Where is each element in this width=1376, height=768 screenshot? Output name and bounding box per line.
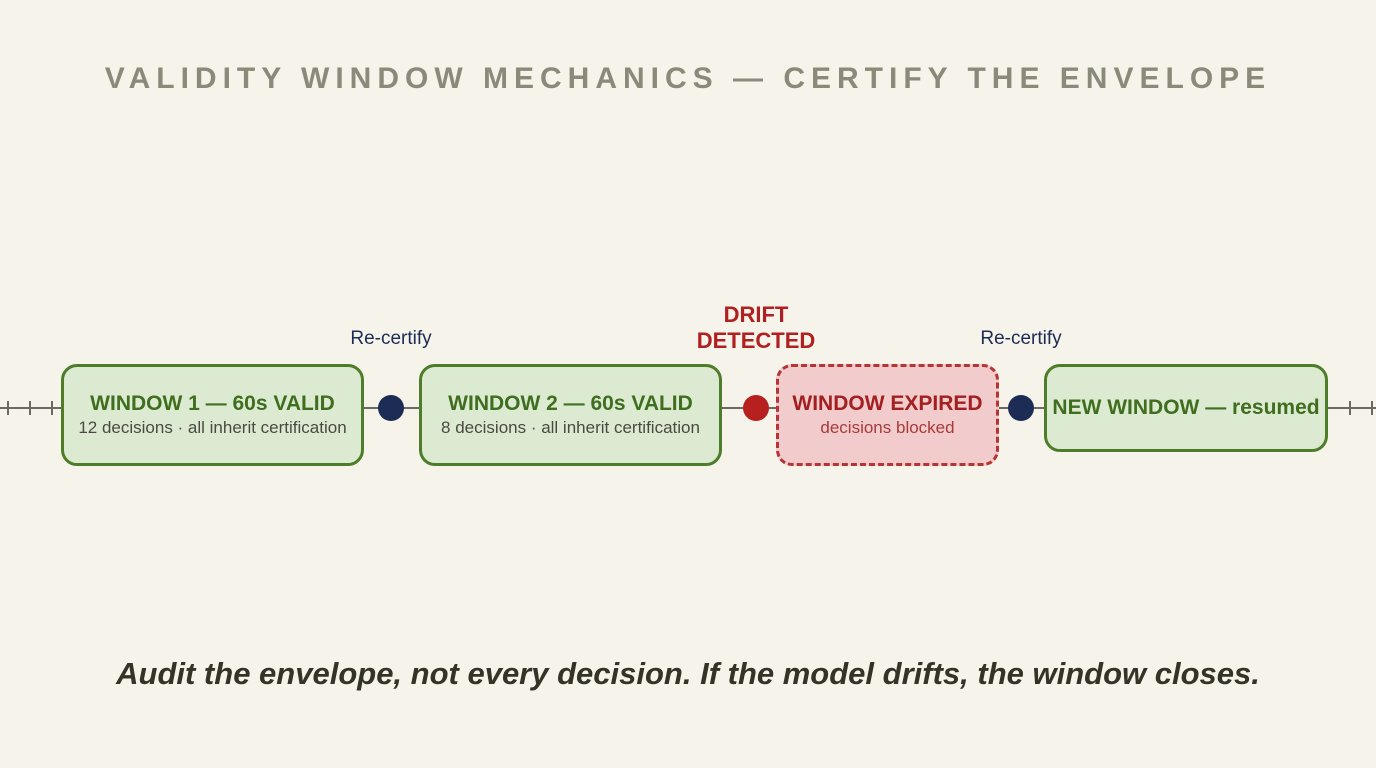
window-1-subtitle: 12 decisions · all inherit certification [78, 418, 347, 437]
drift-label-line2: DETECTED [696, 328, 816, 353]
window-expired-subtitle: decisions blocked [820, 418, 955, 437]
page-title: VALIDITY WINDOW MECHANICS — CERTIFY THE … [104, 62, 1272, 95]
new-window-title: NEW WINDOW — resumed [1052, 396, 1320, 419]
recertify-node [378, 395, 404, 421]
window-1-box: WINDOW 1 — 60s VALID 12 decisions · all … [61, 364, 364, 466]
drift-detected-label: DRIFT DETECTED [676, 302, 836, 354]
recertify-node [1008, 395, 1034, 421]
recertify-label: Re-certify [350, 328, 432, 349]
window-2-title: WINDOW 2 — 60s VALID [448, 392, 693, 415]
drift-label-line1: DRIFT [723, 302, 789, 327]
window-expired-box: WINDOW EXPIRED decisions blocked [776, 364, 999, 466]
window-2-subtitle: 8 decisions · all inherit certification [441, 418, 700, 437]
drift-node [743, 395, 769, 421]
window-2-box: WINDOW 2 — 60s VALID 8 decisions · all i… [419, 364, 722, 466]
tagline: Audit the envelope, not every decision. … [116, 656, 1260, 691]
window-expired-title: WINDOW EXPIRED [792, 392, 983, 415]
recertify-label: Re-certify [980, 328, 1062, 349]
window-1-title: WINDOW 1 — 60s VALID [90, 392, 335, 415]
new-window-box: NEW WINDOW — resumed [1044, 364, 1328, 452]
